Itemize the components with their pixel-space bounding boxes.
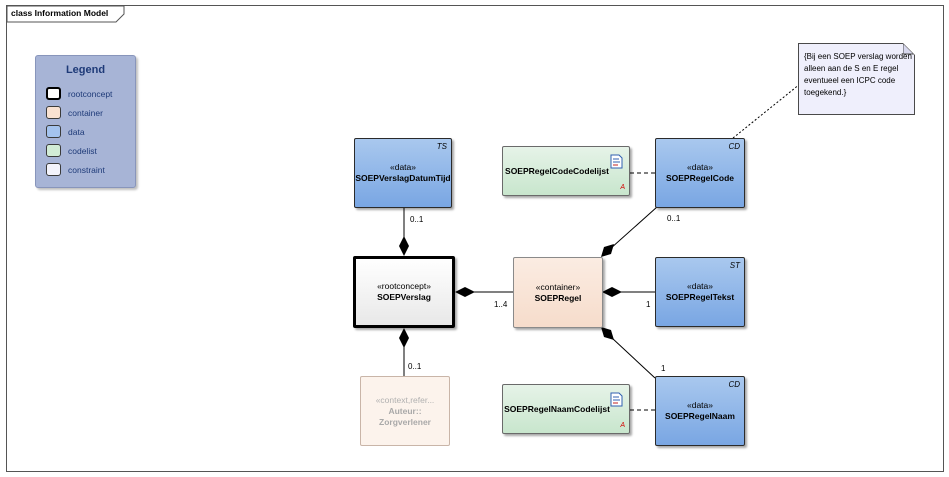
- multiplicity-regel-tekst: 1: [646, 300, 651, 309]
- class-soep-regel-naam[interactable]: CD «data» SOEPRegelNaam: [655, 376, 745, 446]
- legend-item-rootconcept: rootconcept: [46, 87, 112, 100]
- legend-item-container: container: [46, 106, 103, 119]
- legend-swatch-constraint: [46, 163, 61, 176]
- legend-swatch-rootconcept: [46, 87, 61, 100]
- legend-title: Legend: [65, 64, 106, 76]
- legend-label: rootconcept: [68, 88, 113, 99]
- legend-swatch-codelist: [46, 144, 61, 157]
- abstract-marker: A: [620, 184, 625, 191]
- class-auteur-zorgverlener[interactable]: «context,refer... Auteur:: Zorgverlener: [360, 376, 450, 446]
- class-name: Zorgverlener: [379, 416, 431, 427]
- stereotype-label: «container»: [535, 281, 581, 292]
- note-fold-icon: [903, 43, 915, 55]
- class-soep-verslag[interactable]: «rootconcept» SOEPVerslag: [353, 256, 455, 328]
- legend-label: constraint: [68, 164, 105, 175]
- multiplicity-datum-tijd: 0..1: [410, 215, 424, 224]
- stereotype-label: «data»: [687, 281, 713, 291]
- type-tag: CD: [728, 142, 740, 151]
- assoc-regelnaam: [611, 337, 656, 379]
- type-tag: ST: [729, 261, 740, 270]
- abstract-marker: A: [620, 422, 625, 429]
- class-name: SOEPRegelCode: [665, 173, 735, 183]
- aggregation-diamond-regelcode: [601, 244, 614, 257]
- legend-item-data: data: [46, 125, 85, 138]
- class-soep-regel-tekst[interactable]: ST «data» SOEPRegelTekst: [655, 257, 745, 327]
- stereotype-label: «data»: [687, 400, 713, 410]
- legend-item-codelist: codelist: [46, 144, 97, 157]
- aggregation-diamond-auteur: [399, 328, 409, 348]
- codelist-icon: [610, 392, 623, 407]
- class-name: SOEPRegelCodeCodelijst: [505, 165, 609, 176]
- legend: Legend rootconcept container data codeli…: [35, 55, 136, 188]
- note-link: [732, 83, 801, 139]
- legend-label: codelist: [68, 145, 97, 156]
- stereotype-label: «rootconcept»: [377, 281, 431, 291]
- stereotype-label: «data»: [687, 162, 713, 172]
- assoc-regelcode: [609, 206, 658, 250]
- multiplicity-regel-on-verslag: 1..4: [494, 300, 508, 309]
- aggregation-diamond-regel: [455, 287, 475, 297]
- diagram-frame: class Information Model: [6, 5, 944, 472]
- legend-label: container: [68, 107, 103, 118]
- legend-item-constraint: constraint: [46, 163, 105, 176]
- stereotype-label: «context,refer...: [375, 394, 435, 405]
- frame-title: class Information Model: [11, 8, 109, 18]
- constraint-note[interactable]: {Bij een SOEP verslag worden alleen aan …: [798, 43, 915, 115]
- class-soep-verslag-datum-tijd[interactable]: TS «data» SOEPVerslagDatumTijd: [354, 138, 452, 208]
- class-soep-regel[interactable]: «container» SOEPRegel: [513, 257, 603, 328]
- type-tag: CD: [728, 380, 740, 389]
- class-name: SOEPRegelNaamCodelijst: [504, 403, 610, 414]
- class-soep-regel-code[interactable]: CD «data» SOEPRegelCode: [655, 138, 745, 208]
- multiplicity-regel-naam: 1: [661, 364, 666, 373]
- note-text: {Bij een SOEP verslag worden alleen aan …: [804, 52, 912, 97]
- legend-swatch-data: [46, 125, 61, 138]
- legend-label: data: [68, 126, 85, 137]
- class-name: SOEPRegelNaam: [665, 411, 735, 421]
- aggregation-diamond-regelnaam: [601, 327, 614, 340]
- stereotype-label: «data»: [390, 162, 416, 172]
- class-name: SOEPVerslag: [377, 292, 431, 302]
- class-name: SOEPRegelTekst: [665, 292, 735, 302]
- aggregation-diamond-regeltekst: [602, 287, 622, 297]
- class-soep-regel-naam-codelijst[interactable]: SOEPRegelNaamCodelijst A: [502, 384, 630, 434]
- multiplicity-auteur: 0..1: [408, 362, 422, 371]
- codelist-icon: [610, 154, 623, 169]
- frame-tab: [7, 6, 125, 23]
- type-tag: TS: [436, 142, 447, 151]
- multiplicity-regel-code: 0..1: [667, 214, 681, 223]
- aggregation-diamond-datumtijd: [399, 236, 409, 256]
- class-name: SOEPVerslagDatumTijd: [355, 173, 451, 183]
- class-soep-regel-code-codelijst[interactable]: SOEPRegelCodeCodelijst A: [502, 146, 630, 196]
- class-name-package: Auteur::: [388, 405, 422, 416]
- legend-swatch-container: [46, 106, 61, 119]
- class-name: SOEPRegel: [534, 292, 582, 303]
